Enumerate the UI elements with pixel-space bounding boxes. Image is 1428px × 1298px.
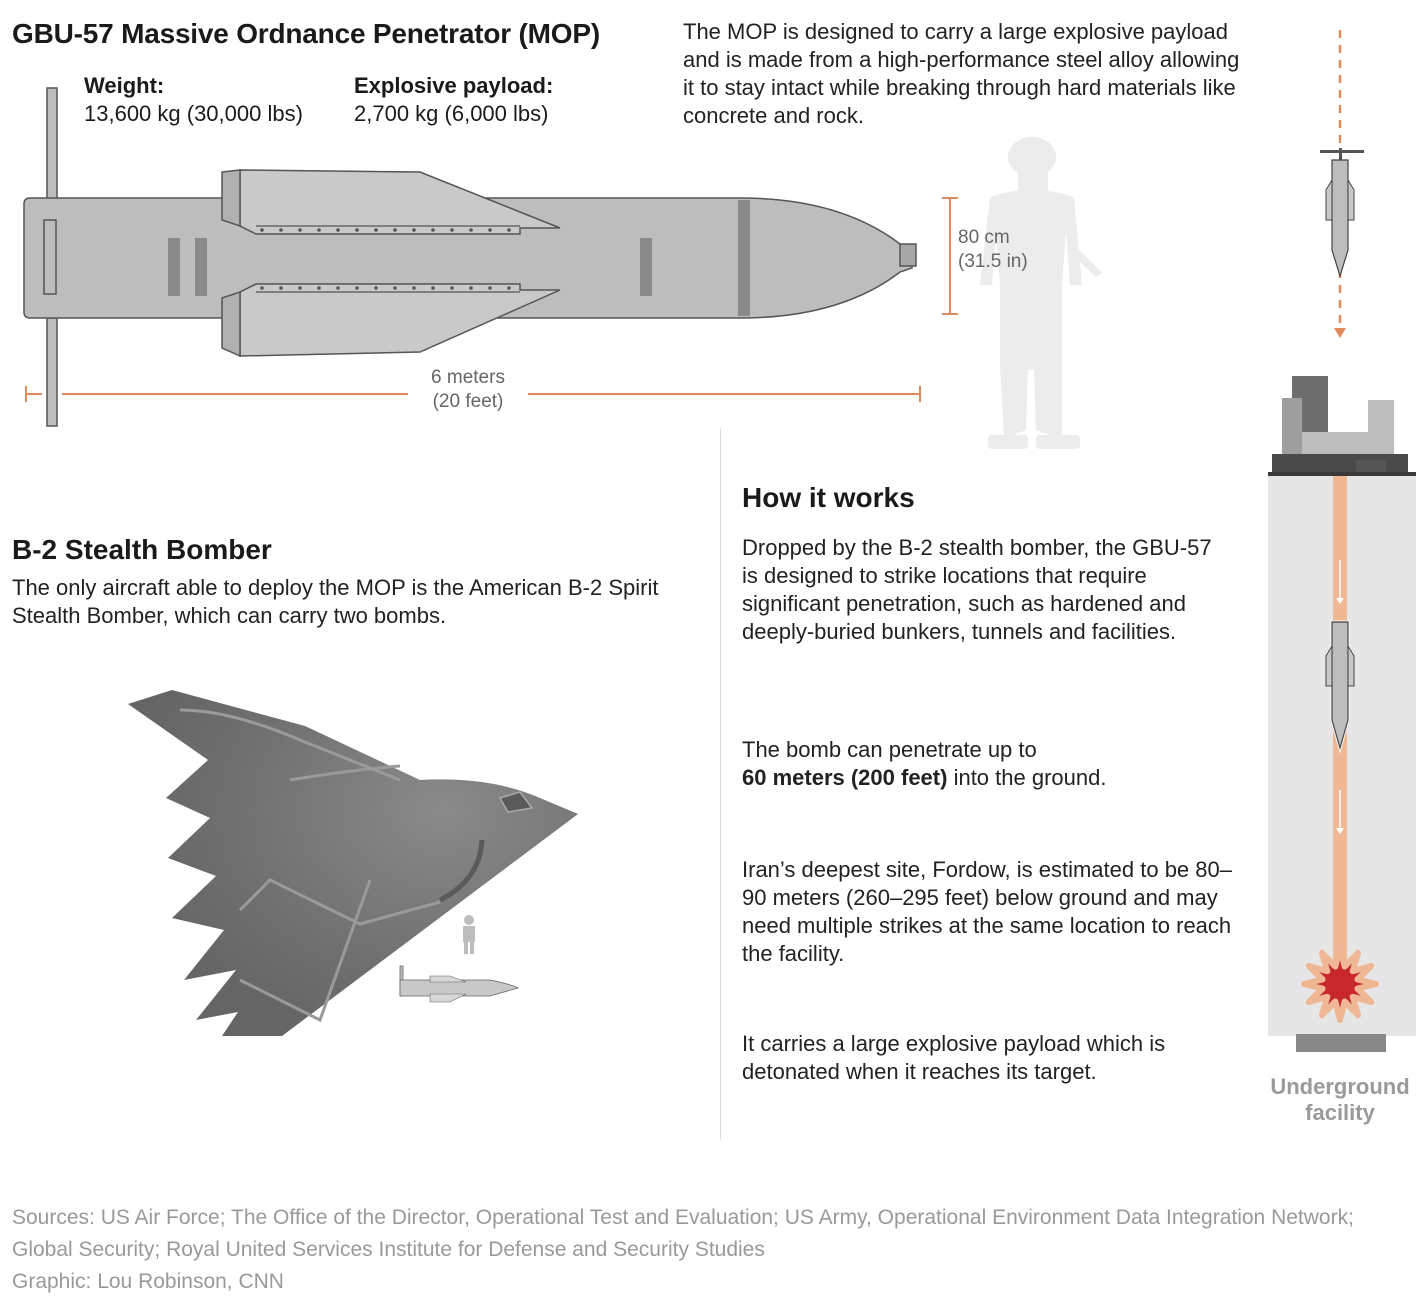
diameter-cm: 80 cm: [958, 227, 1010, 248]
p2-suffix: into the ground.: [947, 765, 1107, 790]
length-dimension-label: 6 meters (20 feet): [408, 366, 528, 414]
b2-bomber-illustration: [128, 690, 578, 1036]
soldier-silhouette-icon: [980, 137, 1102, 449]
surface-buildings-icon: [1268, 376, 1416, 486]
upper-strake: [239, 169, 561, 235]
mop-description: The MOP is designed to carry a large exp…: [683, 19, 1240, 128]
explosion-icon: [1301, 945, 1379, 1023]
bomb-nose-tip: [899, 243, 917, 267]
tail-fin-top: [46, 87, 58, 207]
sources-text: Sources: US Air Force; The Office of the…: [12, 1202, 1412, 1298]
falling-bomb-icon: [1320, 148, 1364, 279]
payload-stat: Explosive payload: 2,700 kg (6,000 lbs): [354, 72, 553, 128]
sources-line: Sources: US Air Force; The Office of the…: [12, 1206, 1354, 1261]
underground-facility-block: [1296, 1034, 1386, 1052]
scale-mop-icon: [399, 965, 520, 1003]
page-title: GBU-57 Massive Ordnance Penetrator (MOP): [12, 18, 600, 49]
facility-label: Underground facility: [1260, 1074, 1420, 1126]
weight-label: Weight:: [84, 73, 165, 98]
scale-soldier-icon: [463, 915, 475, 954]
how-it-works-p3: Iran’s deepest site, Fordow, is estimate…: [742, 857, 1232, 966]
facility-label-line2: facility: [1305, 1100, 1375, 1125]
weight-value: 13,600 kg (30,000 lbs): [84, 101, 303, 126]
b2-wing-body: [128, 690, 578, 1036]
drop-illustration: [1268, 30, 1416, 1052]
length-meters: 6 meters: [431, 367, 505, 388]
payload-value: 2,700 kg (6,000 lbs): [354, 101, 549, 126]
tail-fin-bottom: [46, 317, 58, 427]
lower-strake: [239, 283, 561, 357]
section-divider: [720, 428, 721, 1140]
graphic-credit: Graphic: Lou Robinson, CNN: [12, 1270, 284, 1293]
weight-stat: Weight: 13,600 kg (30,000 lbs): [84, 72, 303, 128]
bomber-description: The only aircraft able to deploy the MOP…: [12, 575, 659, 628]
diameter-in: (31.5 in): [958, 251, 1028, 272]
how-it-works-p4: It carries a large explosive payload whi…: [742, 1031, 1166, 1084]
mop-bomb-diagram: [23, 87, 958, 427]
how-it-works-p2: The bomb can penetrate up to 60 meters (…: [742, 736, 1232, 792]
diameter-dimension-label: 80 cm (31.5 in): [958, 226, 1028, 274]
p2-depth-highlight: 60 meters (200 feet): [742, 765, 948, 790]
facility-label-line1: Underground: [1270, 1074, 1410, 1099]
p2-prefix: The bomb can penetrate up to: [742, 737, 1037, 762]
how-it-works-title: How it works: [742, 482, 915, 513]
penetrating-bomb-icon: [1325, 620, 1355, 754]
how-it-works-p1: Dropped by the B-2 stealth bomber, the G…: [742, 535, 1212, 644]
payload-label: Explosive payload:: [354, 73, 554, 98]
bomber-title: B-2 Stealth Bomber: [12, 534, 272, 565]
length-feet: (20 feet): [432, 391, 504, 412]
